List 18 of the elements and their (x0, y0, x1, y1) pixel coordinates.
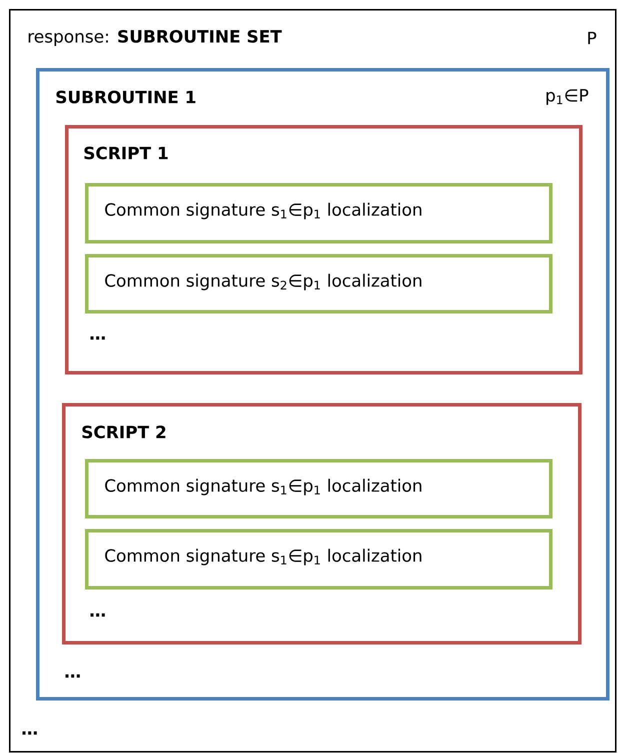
script-box (62, 403, 582, 644)
ellipsis: … (90, 336, 105, 340)
title: response: SUBROUTINE SET (28, 30, 282, 46)
subroutine-box (36, 68, 610, 700)
outer-box (9, 9, 616, 752)
signature-box: Common signature s$_{2}$∈p$_{1}$ localization (85, 254, 552, 314)
signature-box: Common signature s$_{1}$∈p$_{1}$ localization (85, 459, 552, 518)
title: SCRIPT 2 (82, 426, 166, 438)
script-box (65, 125, 582, 374)
ellipsis: … (90, 613, 105, 617)
title: SCRIPT 1 (84, 146, 168, 160)
ellipsis: … (22, 731, 37, 735)
ellipsis: … (66, 674, 80, 678)
signature-box: Common signature s$_{1}$∈p$_{1}$ localization (85, 183, 552, 244)
set-label: p$_{1}$∈P (546, 89, 588, 105)
set-label: P (588, 32, 596, 44)
title: SUBROUTINE 1 (56, 90, 196, 104)
signature-box: Common signature s$_{1}$∈p$_{1}$ localization (85, 529, 552, 590)
